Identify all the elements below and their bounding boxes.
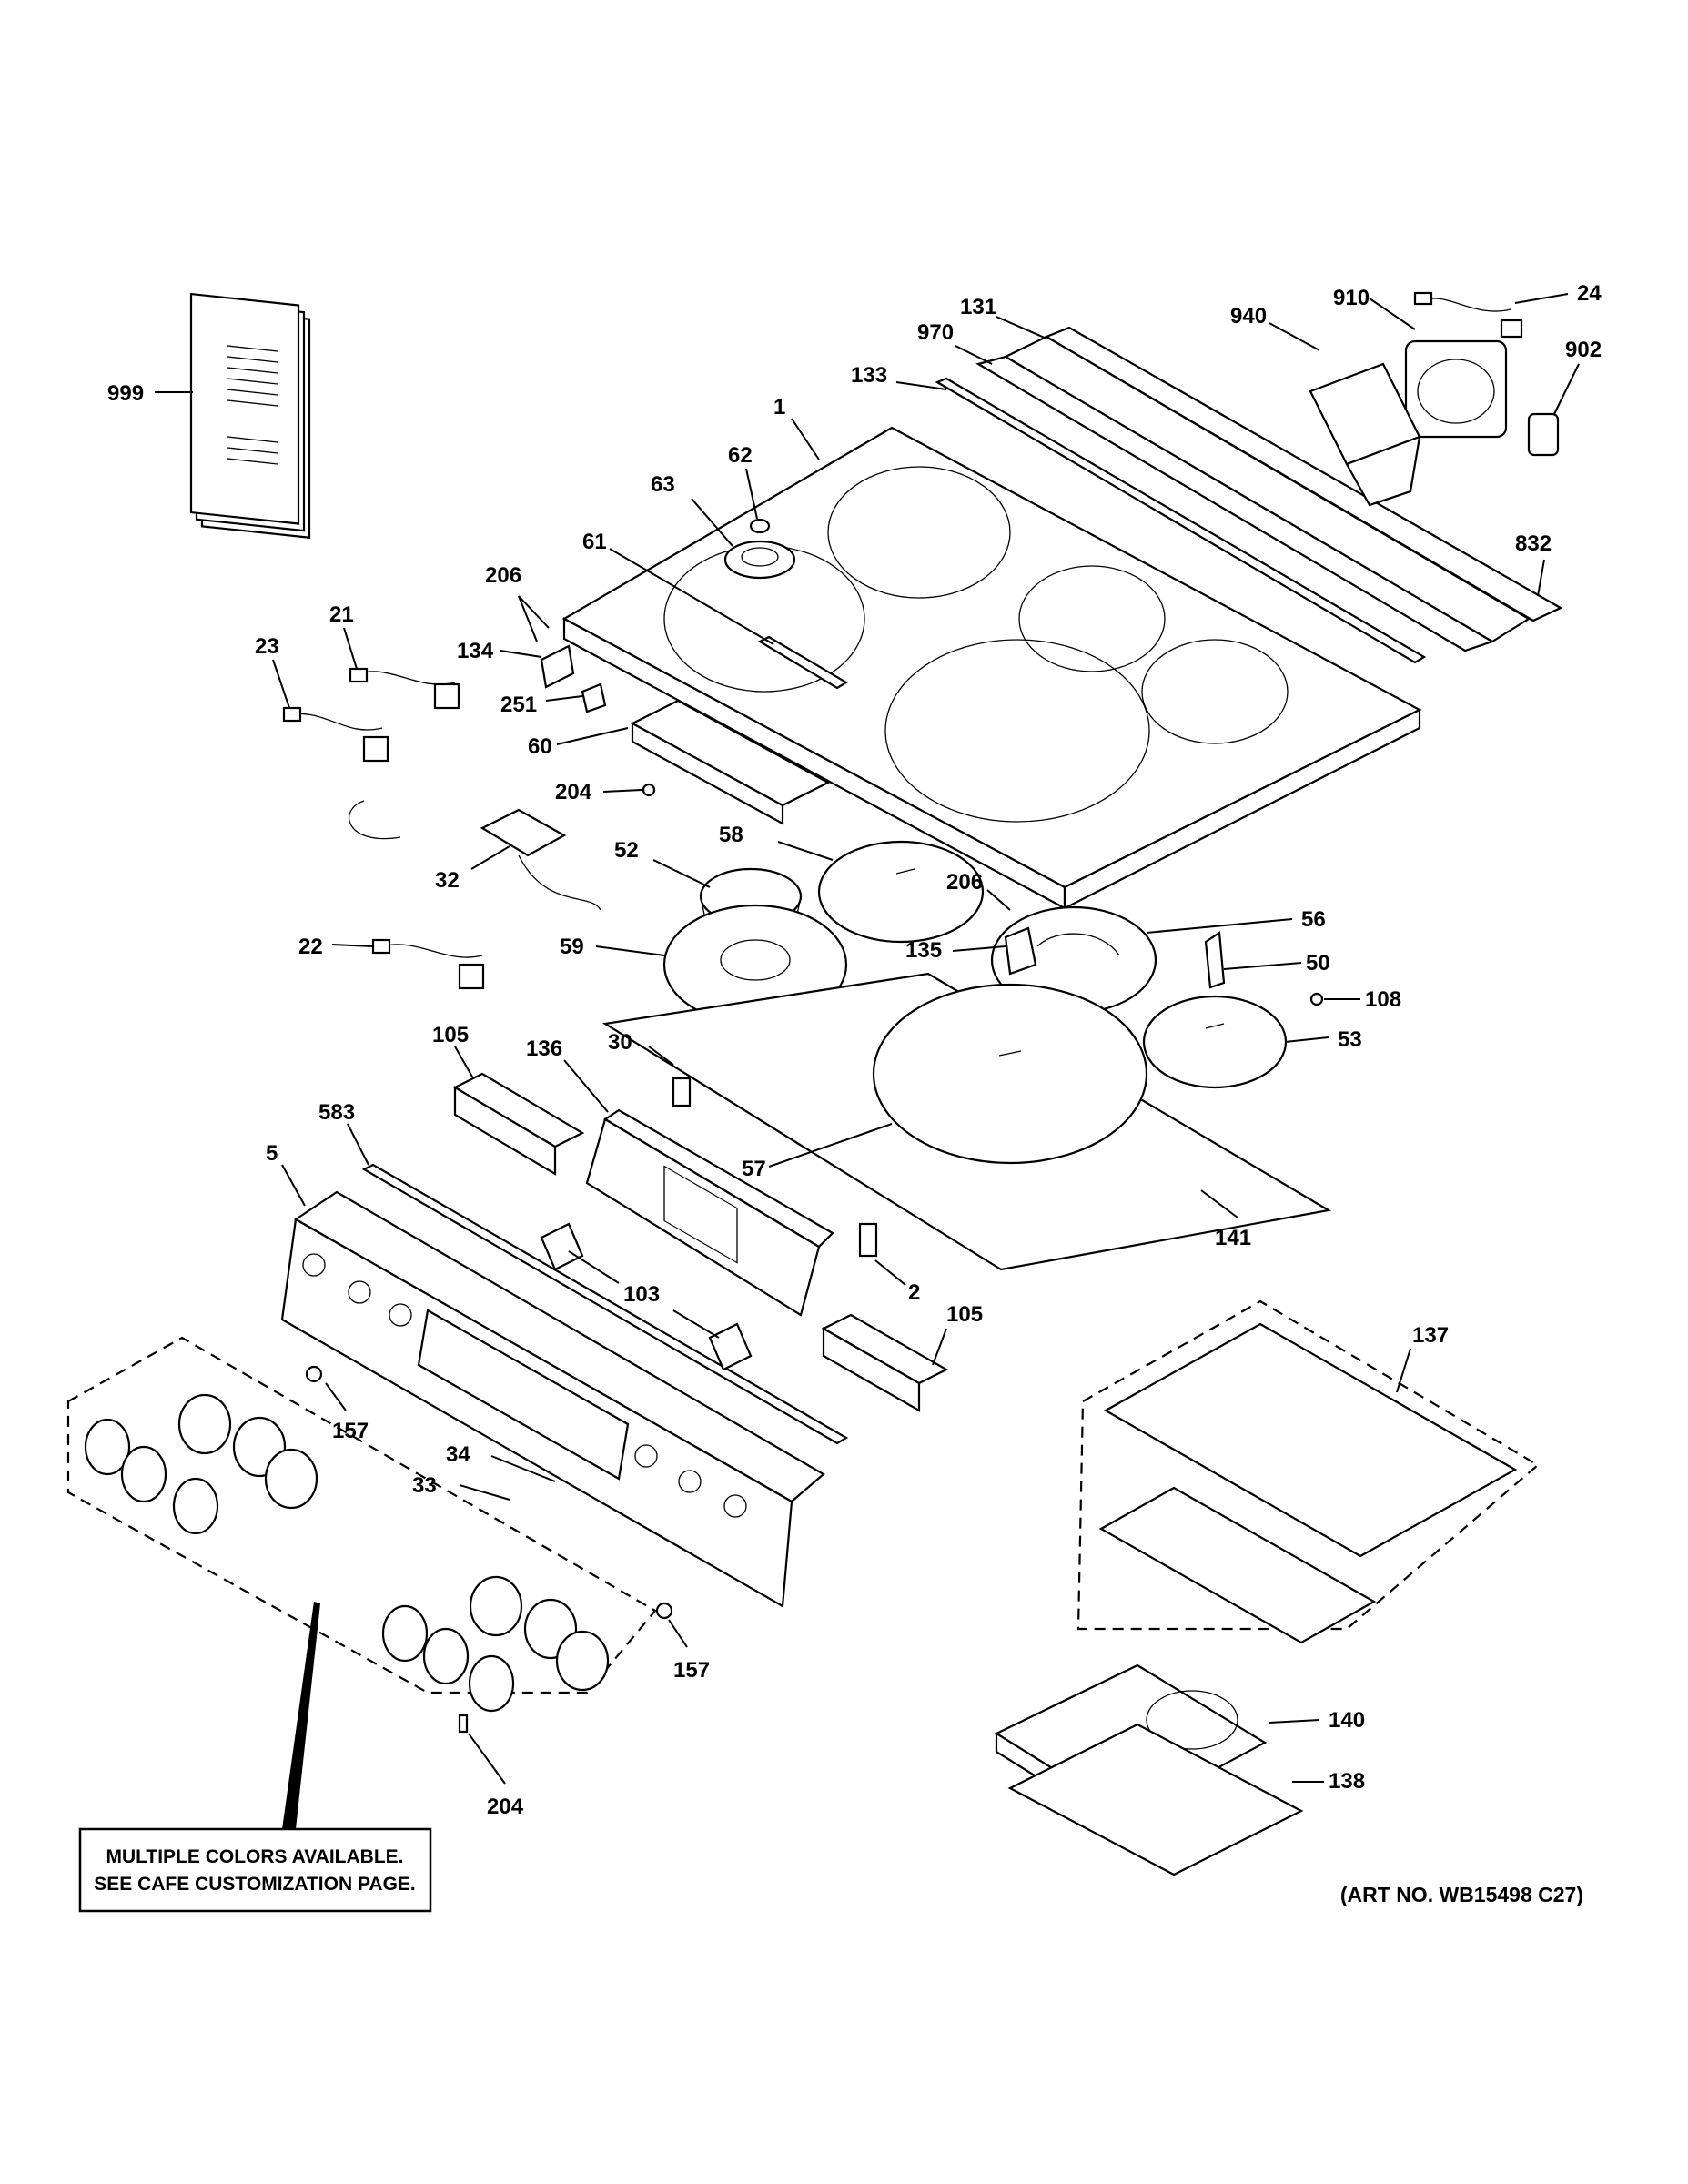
callout-53: 53	[1338, 1027, 1362, 1052]
note-line-1: MULTIPLE COLORS AVAILABLE.	[106, 1846, 403, 1867]
part-940-duct	[1309, 362, 1421, 507]
callout-57: 57	[742, 1157, 766, 1181]
part-2-switch	[858, 1222, 878, 1258]
part-999-owners-manual	[189, 292, 311, 539]
part-1-cooktop-glass	[561, 426, 1422, 910]
part-204-screw	[642, 783, 656, 797]
part-108-screw	[1309, 992, 1324, 1006]
callout-140: 140	[1329, 1708, 1365, 1733]
part-134-bracket	[540, 644, 575, 689]
part-62-cap	[749, 518, 771, 534]
callout-108: 108	[1365, 987, 1401, 1012]
callout-157b: 157	[673, 1658, 710, 1683]
callout-206a: 206	[485, 563, 521, 588]
part-53-induction-coil	[1142, 995, 1288, 1089]
callout-5: 5	[266, 1141, 278, 1166]
part-910-fan-assembly	[1404, 339, 1508, 439]
callout-902: 902	[1565, 338, 1602, 362]
callout-21: 21	[329, 602, 354, 627]
art-number: (ART NO. WB15498 C27)	[1340, 1883, 1583, 1906]
callout-62: 62	[728, 443, 753, 468]
part-60-tray	[630, 699, 831, 825]
part-5-control-panel	[280, 1190, 825, 1608]
note-line-2: SEE CAFE CUSTOMIZATION PAGE.	[94, 1874, 416, 1895]
part-138-base-plate	[1007, 1723, 1304, 1876]
callout-24: 24	[1577, 281, 1602, 306]
callout-999: 999	[107, 381, 144, 406]
part-32-terminal-block	[349, 800, 601, 911]
callout-204a: 204	[555, 780, 592, 804]
part-57-induction-coil-large	[872, 983, 1148, 1165]
part-137-induction-generator-board	[1076, 1299, 1540, 1644]
callout-1: 1	[773, 395, 785, 420]
callout-23: 23	[255, 634, 279, 659]
callout-134: 134	[457, 639, 494, 663]
part-30-switch	[672, 1077, 692, 1107]
callout-105a: 105	[432, 1023, 469, 1047]
part-61-magnet-strip	[757, 635, 849, 690]
callout-56: 56	[1301, 907, 1326, 932]
callout-136: 136	[526, 1036, 562, 1061]
part-63-control-dial	[723, 540, 796, 580]
part-583-trim-strip	[361, 1163, 849, 1445]
callout-940: 940	[1230, 304, 1267, 329]
callout-133: 133	[851, 363, 887, 388]
callout-22: 22	[298, 935, 323, 959]
callout-58: 58	[719, 823, 743, 847]
part-157-nut	[305, 1365, 323, 1383]
callout-34: 34	[446, 1442, 470, 1467]
part-131-rear-panel	[1044, 326, 1563, 622]
callout-141: 141	[1215, 1226, 1251, 1250]
part-204-screw-lower	[458, 1714, 469, 1734]
part-105-control-board-left	[452, 1072, 585, 1176]
callout-251: 251	[500, 693, 537, 717]
callout-59: 59	[560, 935, 584, 959]
callout-33: 33	[412, 1473, 437, 1498]
callout-131: 131	[960, 295, 996, 319]
part-58-induction-coil	[817, 840, 985, 944]
part-157-nut-right	[655, 1602, 673, 1620]
callout-910: 910	[1333, 286, 1370, 310]
callout-32: 32	[435, 868, 460, 893]
callout-204b: 204	[487, 1795, 524, 1819]
part-136-display-module	[585, 1108, 834, 1317]
part-23-wire-harness	[282, 706, 389, 763]
callout-583: 583	[318, 1100, 355, 1125]
callout-137: 137	[1412, 1323, 1449, 1348]
callout-52: 52	[614, 838, 639, 863]
callout-970: 970	[917, 320, 954, 345]
callout-60: 60	[528, 734, 552, 759]
knobs-group	[66, 1336, 657, 1713]
callout-105b: 105	[946, 1302, 983, 1327]
part-133-gasket	[935, 377, 1427, 664]
part-103-bracket	[540, 1222, 753, 1371]
callout-2: 2	[908, 1280, 920, 1305]
note-box: MULTIPLE COLORS AVAILABLE. SEE CAFE CUST…	[78, 1827, 432, 1913]
part-24-wire-harness	[1413, 291, 1523, 339]
callout-832: 832	[1515, 531, 1552, 556]
callout-138: 138	[1329, 1769, 1365, 1794]
part-21-wire-harness	[349, 667, 460, 710]
callout-206b: 206	[946, 870, 983, 895]
callout-50: 50	[1306, 951, 1330, 976]
part-50-sensor-bracket	[1204, 931, 1226, 989]
part-22-wire-harness	[371, 938, 485, 990]
part-105-control-board-right	[821, 1313, 949, 1412]
part-135-bracket	[1004, 926, 1037, 976]
callout-63: 63	[651, 472, 675, 497]
callout-30: 30	[608, 1030, 632, 1055]
part-251-clip	[581, 682, 607, 713]
callout-157a: 157	[332, 1419, 369, 1443]
callout-103: 103	[623, 1282, 660, 1307]
callout-61: 61	[582, 530, 607, 554]
part-902-bracket	[1527, 412, 1560, 457]
callout-135: 135	[905, 938, 942, 963]
